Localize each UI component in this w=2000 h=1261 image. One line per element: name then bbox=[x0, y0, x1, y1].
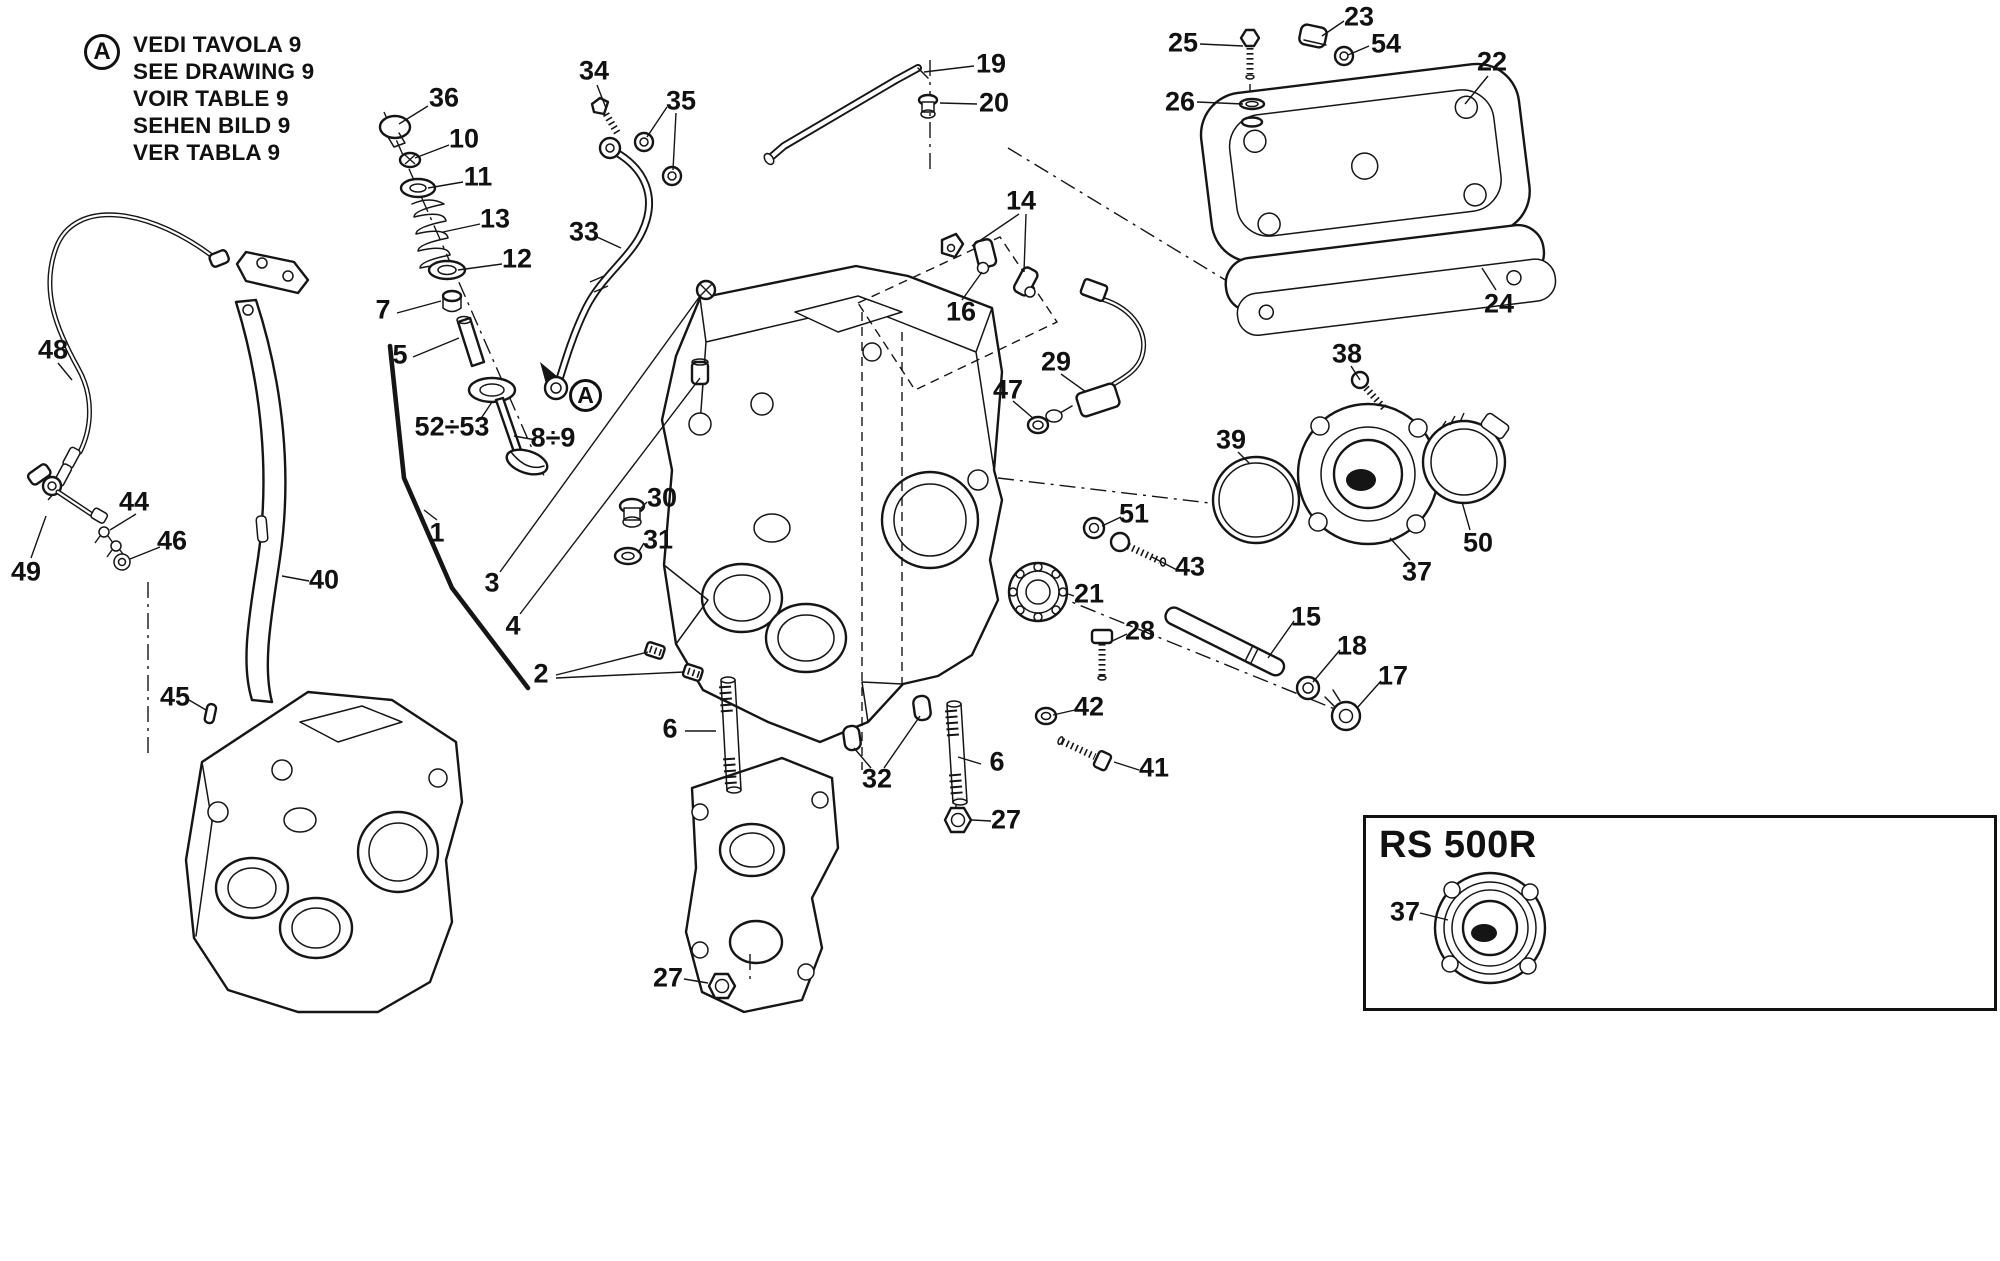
part-callout-41: 41 bbox=[1138, 752, 1170, 783]
part-callout-43: 43 bbox=[1174, 551, 1206, 582]
nut-lower-art bbox=[707, 972, 737, 1000]
part-callout-44: 44 bbox=[118, 486, 150, 517]
part-callout-42: 42 bbox=[1073, 691, 1105, 722]
intake-flange-set-art bbox=[1211, 370, 1510, 546]
part-callout-25: 25 bbox=[1167, 27, 1199, 58]
screw-plugs-art bbox=[643, 641, 704, 682]
part-callout-49: 49 bbox=[10, 556, 42, 587]
part-callout-38: 38 bbox=[1331, 338, 1363, 369]
part-callout-45: 45 bbox=[159, 681, 191, 712]
part-callout-37-inset: 37 bbox=[1389, 896, 1421, 927]
cylinder-section-art bbox=[684, 756, 840, 1014]
view-marker-a: A bbox=[84, 34, 120, 70]
callout-leader-lines bbox=[30, 20, 1497, 984]
part-callout-29: 29 bbox=[1040, 346, 1072, 377]
decompressor-cable-art bbox=[26, 463, 131, 571]
part-callout-12: 12 bbox=[501, 243, 533, 274]
oil-line-art bbox=[543, 96, 683, 401]
part-callout-40: 40 bbox=[308, 564, 340, 595]
detail-box-14 bbox=[856, 236, 1059, 391]
cylinder-head-lower-art bbox=[184, 690, 464, 1014]
part-callout-1: 1 bbox=[429, 517, 445, 548]
part-callout-51: 51 bbox=[1118, 498, 1150, 529]
part-callout-13: 13 bbox=[479, 203, 511, 234]
part-callout-54: 54 bbox=[1370, 28, 1402, 59]
part-callout-6-right: 6 bbox=[989, 746, 1005, 777]
part-callout-17: 17 bbox=[1377, 660, 1409, 691]
part-callout-23: 23 bbox=[1343, 1, 1375, 32]
breather-pipe-art bbox=[763, 64, 939, 166]
part-callout-16: 16 bbox=[945, 296, 977, 327]
part-callout-35: 35 bbox=[665, 85, 697, 116]
legend-text-line: VER TABLA 9 bbox=[133, 140, 281, 165]
inset-flange-art bbox=[1433, 871, 1547, 985]
construction-lines bbox=[147, 60, 1353, 758]
cover-gasket-art bbox=[1224, 223, 1557, 337]
part-callout-2: 2 bbox=[533, 658, 549, 689]
legend-text-line: VEDI TAVOLA 9 bbox=[133, 32, 302, 57]
part-callout-19: 19 bbox=[975, 48, 1007, 79]
part-callout-11: 11 bbox=[463, 161, 493, 192]
part-callout-8-9: 8÷9 bbox=[530, 422, 576, 453]
part-callout-47: 47 bbox=[992, 374, 1024, 405]
head-bolt-art bbox=[690, 279, 717, 386]
model-label: RS 500R bbox=[1379, 824, 1537, 866]
valve-cover-art bbox=[1199, 62, 1531, 264]
legend-text-line: VOIR TABLE 9 bbox=[133, 86, 289, 111]
legend-text-line: SEHEN BILD 9 bbox=[133, 113, 291, 138]
part-callout-6-left: 6 bbox=[662, 713, 678, 744]
stud-left-art bbox=[719, 676, 742, 794]
nut-upper-art bbox=[943, 806, 973, 834]
part-callout-37-main: 37 bbox=[1401, 556, 1433, 587]
dowel-bushings-art bbox=[842, 694, 932, 752]
oil-sensor-art bbox=[1026, 278, 1147, 435]
part-callout-26: 26 bbox=[1164, 86, 1196, 117]
part-callout-24: 24 bbox=[1483, 288, 1515, 319]
group-bracket-line bbox=[387, 343, 531, 691]
model-inset-box: RS 500R bbox=[1363, 815, 1997, 1011]
part-callout-28: 28 bbox=[1124, 615, 1156, 646]
part-callout-50: 50 bbox=[1462, 527, 1494, 558]
part-callout-18: 18 bbox=[1336, 630, 1368, 661]
part-callout-33: 33 bbox=[568, 216, 600, 247]
hidden-lines bbox=[861, 312, 903, 770]
part-callout-36: 36 bbox=[428, 82, 460, 113]
part-callout-7: 7 bbox=[375, 294, 391, 325]
dowel-pin-art bbox=[203, 702, 218, 725]
part-callout-27-lower: 27 bbox=[652, 962, 684, 993]
part-callout-21: 21 bbox=[1073, 578, 1105, 609]
bearing-art bbox=[1007, 561, 1069, 623]
part-callout-14: 14 bbox=[1005, 185, 1037, 216]
legend-text-line: SEE DRAWING 9 bbox=[133, 59, 315, 84]
part-callout-22: 22 bbox=[1476, 46, 1508, 77]
part-callout-31: 31 bbox=[642, 524, 674, 555]
part-callout-48: 48 bbox=[37, 334, 69, 365]
cam-detail-parts-art bbox=[940, 232, 1039, 298]
part-callout-20: 20 bbox=[978, 87, 1010, 118]
part-callout-52-53: 52÷53 bbox=[414, 411, 490, 442]
part-callout-10: 10 bbox=[448, 123, 480, 154]
part-callout-27-upper: 27 bbox=[990, 804, 1022, 835]
part-callout-34: 34 bbox=[578, 55, 610, 86]
part-callout-30: 30 bbox=[646, 482, 678, 513]
tensioner-blade-art bbox=[234, 298, 287, 704]
part-callout-46: 46 bbox=[156, 525, 188, 556]
breather-nipple-art bbox=[613, 497, 646, 566]
part-callout-15: 15 bbox=[1290, 601, 1322, 632]
part-callout-5: 5 bbox=[392, 339, 408, 370]
part-callout-32: 32 bbox=[861, 763, 893, 794]
fasteners-right-art bbox=[1034, 516, 1362, 772]
cylinder-head-main-art bbox=[660, 264, 1004, 744]
part-callout-39: 39 bbox=[1215, 424, 1247, 455]
part-callout-4: 4 bbox=[505, 610, 521, 641]
cover-hardware-art bbox=[1238, 23, 1355, 128]
part-callout-3: 3 bbox=[484, 567, 500, 598]
detail-marker-a: A bbox=[569, 379, 602, 412]
valve-assembly-art bbox=[378, 114, 549, 476]
stud-right-art bbox=[945, 700, 968, 806]
